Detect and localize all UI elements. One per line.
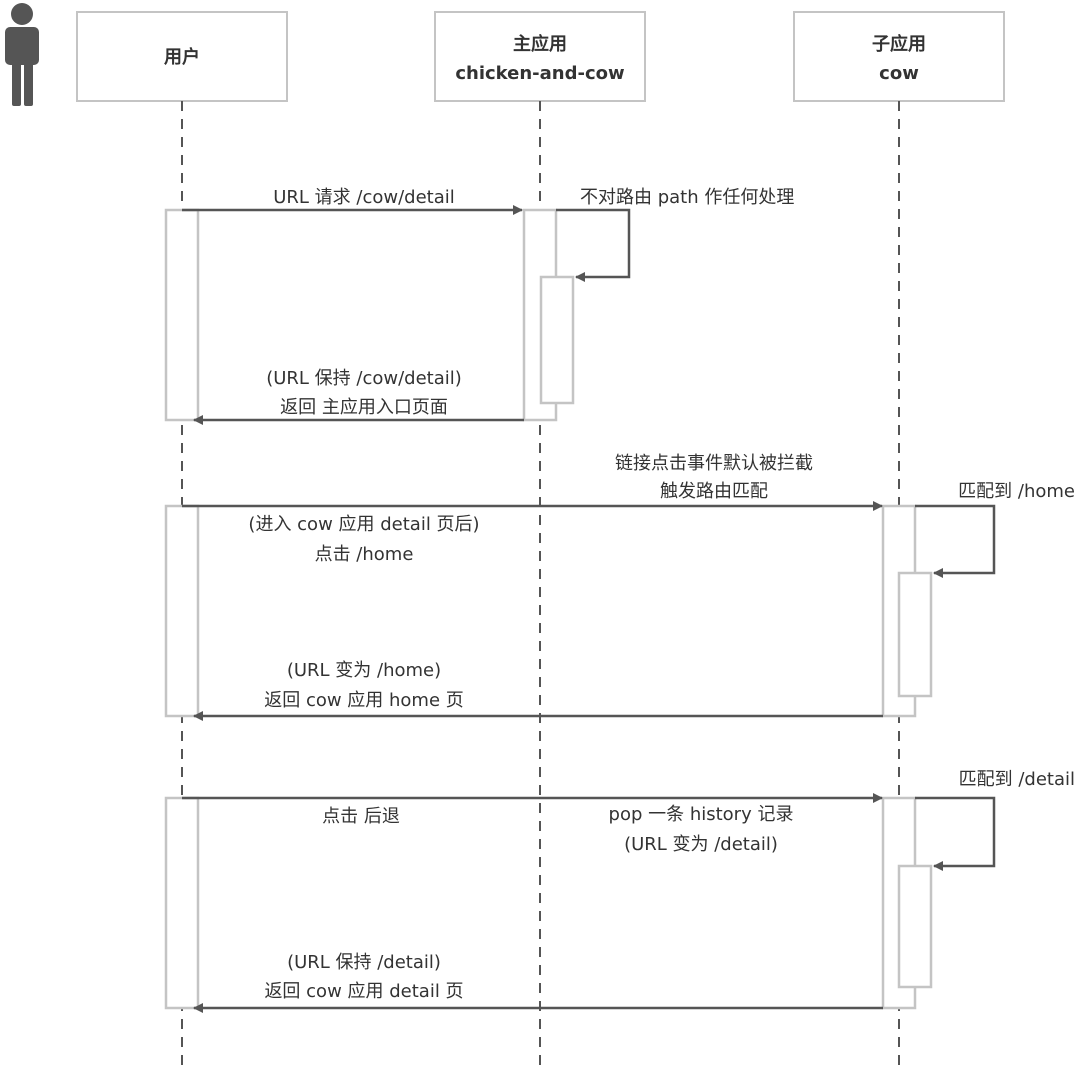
arrow-main-self-process	[556, 208, 631, 282]
activation-sub-2-nested	[897, 864, 933, 989]
activation-user-2	[164, 504, 200, 718]
activation-user-3	[164, 796, 200, 1010]
participant-user: 用户	[76, 11, 288, 102]
label-return-main-line2: 返回 主应用入口页面	[280, 397, 448, 418]
participant-user-title: 用户	[164, 46, 200, 68]
label-click-home-line1: (进入 cow 应用 detail 页后)	[248, 514, 479, 535]
arrow-sub-self-match-home	[915, 504, 996, 578]
label-click-home-line2: 点击 /home	[315, 544, 414, 565]
label-main-self-process: 不对路由 path 作任何处理	[580, 187, 794, 208]
label-match-detail: 匹配到 /detail	[959, 769, 1075, 790]
activation-user-1	[164, 208, 200, 422]
label-return-detail-line2: 返回 cow 应用 detail 页	[264, 981, 463, 1002]
label-intercept-line2: 触发路由匹配	[660, 481, 768, 502]
user-actor-icon	[5, 3, 39, 106]
activation-main-1-nested	[539, 275, 575, 405]
label-return-home-line2: 返回 cow 应用 home 页	[264, 690, 464, 711]
participant-main-app-title: 主应用	[513, 33, 567, 55]
activation-sub-1-nested	[897, 571, 933, 698]
label-match-home: 匹配到 /home	[958, 481, 1075, 502]
label-request-cow-detail: URL 请求 /cow/detail	[273, 187, 455, 208]
participant-main-app: 主应用 chicken-and-cow	[434, 11, 646, 102]
label-pop-history-line2: (URL 变为 /detail)	[624, 834, 778, 855]
label-click-back: 点击 后退	[322, 806, 400, 827]
label-return-detail-line1: (URL 保持 /detail)	[287, 952, 441, 973]
label-return-main-line1: (URL 保持 /cow/detail)	[266, 368, 462, 389]
label-intercept-line1: 链接点击事件默认被拦截	[615, 453, 813, 474]
label-return-home-line1: (URL 变为 /home)	[287, 660, 441, 681]
participant-sub-app: 子应用 cow	[793, 11, 1005, 102]
participant-sub-app-title: 子应用	[872, 33, 926, 55]
arrow-sub-self-match-detail	[915, 796, 996, 871]
participant-main-app-subtitle: chicken-and-cow	[455, 63, 624, 84]
label-pop-history-line1: pop 一条 history 记录	[609, 804, 794, 825]
participant-sub-app-subtitle: cow	[879, 63, 919, 84]
